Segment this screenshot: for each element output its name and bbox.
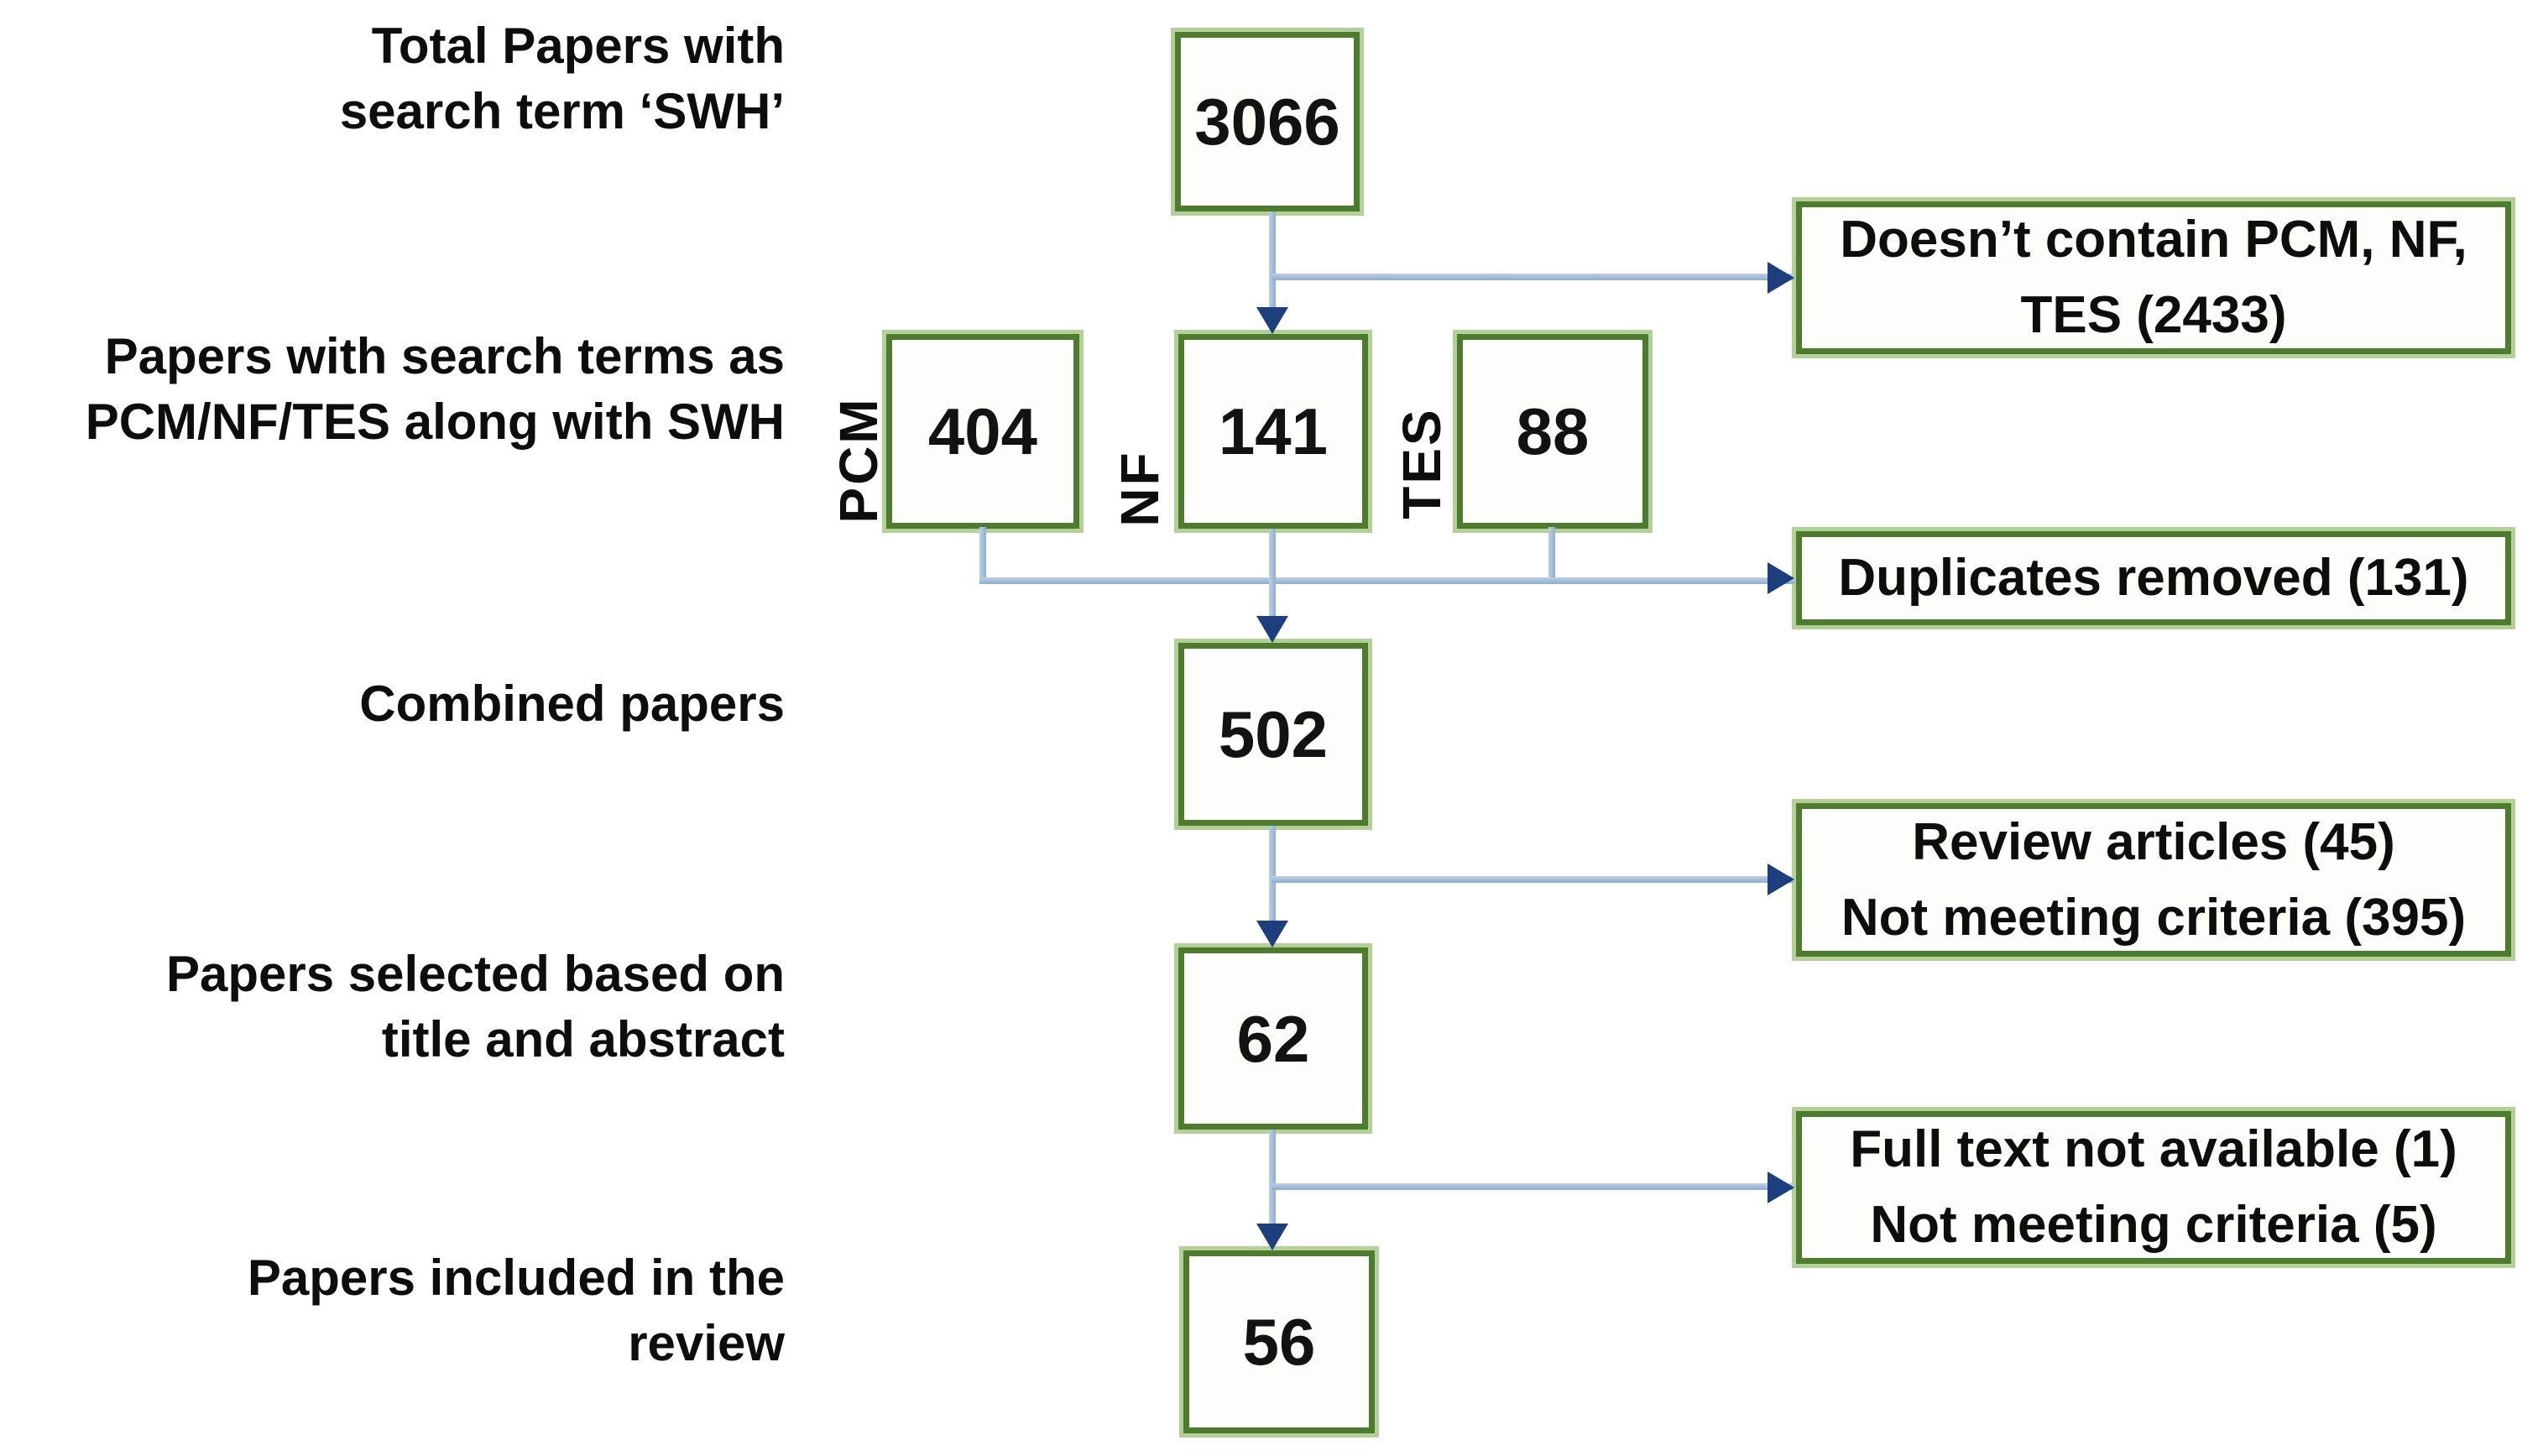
stage-label-selected: Papers selected based on title and abstr… <box>166 946 785 1067</box>
count-value-total: 3066 <box>1194 85 1340 159</box>
stage-label-combined: Combined papers <box>359 676 785 732</box>
count-value-selected: 62 <box>1236 1001 1310 1076</box>
arrowhead-into-combined <box>1256 616 1288 643</box>
count-box-selected: 62 <box>1178 947 1368 1130</box>
count-box-pcm: 404 <box>886 334 1079 529</box>
count-value-tes: 88 <box>1516 394 1590 468</box>
category-label-tes: TES <box>1392 407 1452 519</box>
connector-branch-to-full-text <box>1272 1183 1794 1190</box>
arrowhead-into-nf <box>1256 307 1288 334</box>
connector-combined-to-selected <box>1269 826 1276 923</box>
count-value-nf: 141 <box>1218 394 1329 468</box>
connector-merge-line <box>979 577 1795 584</box>
count-box-combined: 502 <box>1178 643 1368 826</box>
count-value-combined: 502 <box>1218 697 1329 771</box>
category-label-pcm: PCM <box>828 396 889 524</box>
connector-branch-to-review-articles <box>1272 876 1794 883</box>
arrowhead-into-included <box>1256 1224 1288 1250</box>
connector-total-to-row <box>1269 211 1276 312</box>
exclusion-box-full-text: Full text not available (1) Not meeting … <box>1796 1111 2511 1264</box>
count-value-included: 56 <box>1242 1305 1316 1379</box>
exclusion-text-review-articles: Review articles (45) Not meeting criteri… <box>1841 812 2467 947</box>
stage-label-search-terms: Papers with search terms as PCM/NF/TES a… <box>85 328 785 450</box>
exclusion-box-review-articles: Review articles (45) Not meeting criteri… <box>1796 803 2511 957</box>
connector-pcm-stub <box>979 527 986 584</box>
arrowhead-into-not-containing <box>1768 262 1794 294</box>
connector-selected-to-included <box>1269 1130 1276 1227</box>
count-box-nf: 141 <box>1178 334 1368 529</box>
connector-tes-stub <box>1548 527 1555 584</box>
count-box-included: 56 <box>1183 1250 1375 1433</box>
arrowhead-into-review-articles <box>1768 864 1794 895</box>
stage-label-total-papers: Total Papers with search term ‘SWH’ <box>339 18 785 139</box>
category-label-nf: NF <box>1110 450 1170 527</box>
exclusion-text-duplicates: Duplicates removed (131) <box>1838 549 2469 607</box>
arrowhead-into-selected <box>1256 921 1288 947</box>
arrowhead-into-duplicates <box>1768 562 1794 594</box>
connector-nf-to-combined <box>1269 529 1276 623</box>
count-box-total: 3066 <box>1175 32 1360 211</box>
connector-branch-to-not-containing <box>1272 274 1794 280</box>
exclusion-text-not-containing: Doesn’t contain PCM, NF, TES (2433) <box>1840 211 2467 344</box>
arrowhead-into-full-text <box>1768 1172 1794 1203</box>
exclusion-box-duplicates: Duplicates removed (131) <box>1796 531 2511 625</box>
count-box-tes: 88 <box>1457 334 1648 529</box>
exclusion-box-not-containing: Doesn’t contain PCM, NF, TES (2433) <box>1796 201 2511 354</box>
exclusion-text-full-text: Full text not available (1) Not meeting … <box>1850 1120 2457 1254</box>
count-value-pcm: 404 <box>927 394 1038 468</box>
stage-label-included: Papers included in the review <box>247 1250 785 1371</box>
